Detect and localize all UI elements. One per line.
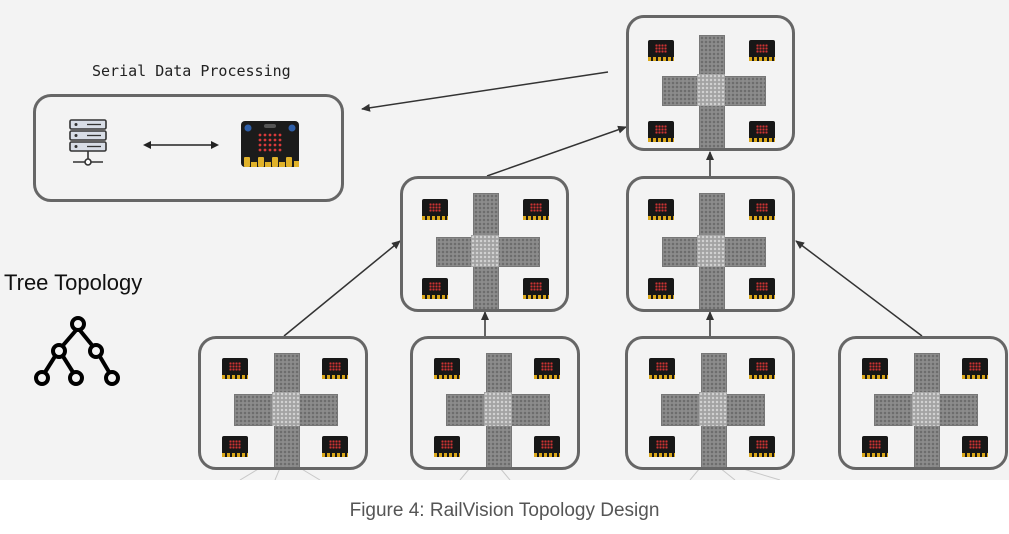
track-crossing [699,392,727,426]
track-crossing [697,74,725,106]
server-icon [69,119,107,166]
track-crossing [471,235,499,267]
microbit-icon [649,436,675,457]
microbit-icon [649,358,675,379]
microbit-icon [648,278,674,299]
microbit-icon [749,358,775,379]
track-crossing [697,235,725,267]
tree-topology-title: Tree Topology [4,270,143,295]
microbit-icon [422,199,448,220]
track-crossing [912,392,940,426]
serial-data-title: Serial Data Processing [92,62,291,80]
microbit-icon [749,278,775,299]
microbit-icon [523,199,549,220]
microbit-icon [222,436,248,457]
microbit-icon [962,436,988,457]
track-crossing [272,392,300,426]
level1-node [626,176,795,312]
tree-topology-icon [34,316,120,386]
microbit-icon [648,121,674,142]
microbit-icon [222,358,248,379]
microbit-icon [648,199,674,220]
microbit-icon [862,358,888,379]
figure-caption: Figure 4: RailVision Topology Design [349,500,660,521]
microbit-icon [523,278,549,299]
microbit-icon [749,121,775,142]
microbit-icon [322,358,348,379]
microbit-icon [534,358,560,379]
microbit-icon [434,436,460,457]
track-crossing [484,392,512,426]
microbit-icon [749,436,775,457]
microbit-icon [648,40,674,61]
link-root-to-serial [361,71,609,112]
microbit-icon [862,436,888,457]
level2-node [410,336,580,470]
microbit-icon [749,40,775,61]
connection-lines [239,71,923,480]
microbit-icon [749,199,775,220]
level2-node [198,336,368,470]
serial-processing-box [33,94,344,202]
level2-node [838,336,1008,470]
microbit-icon [534,436,560,457]
link-l2d-to-l1b [795,240,923,337]
bidirectional-arrow-icon [143,141,219,149]
link-l1a-to-root [486,125,627,177]
root-node [626,15,795,151]
microbit-icon [962,358,988,379]
microbit-icon [241,121,299,167]
microbit-icon [422,278,448,299]
level2-node [625,336,795,470]
link-l2a-to-l1a [283,240,401,337]
microbit-icon [322,436,348,457]
topology-figure: Serial Data Processing [0,0,1009,480]
microbit-icon [434,358,460,379]
level1-node [400,176,569,312]
